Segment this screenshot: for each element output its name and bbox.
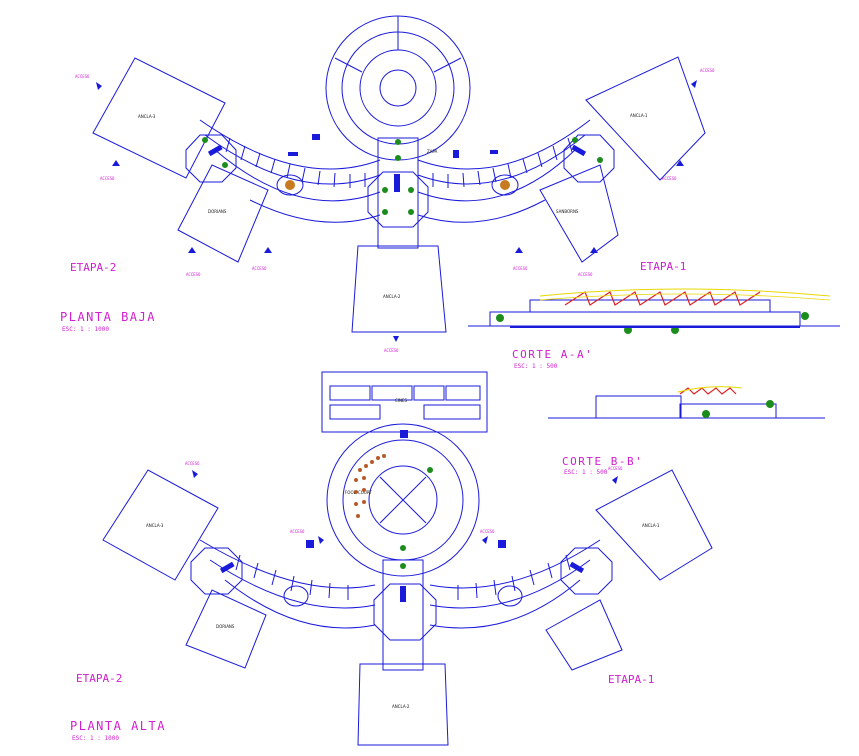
stage-2-label: ETAPA-2 [70, 261, 116, 274]
dorians-block [177, 164, 269, 263]
sanborns-block [539, 164, 619, 263]
room-label: DORIANS [208, 209, 227, 214]
access-label: ACCESO [384, 348, 399, 353]
access-label: ACCESO [100, 176, 115, 181]
planta-alta-title: PLANTA ALTA [70, 719, 166, 733]
room-label: SANBORNS [556, 209, 579, 214]
room-label: ANCLA-1 [630, 113, 648, 118]
planta-baja-plan: ANCLA-3 ANCLA-1 ANCLA-2 ZAPA SANBORNS DO… [75, 15, 715, 353]
anchor-3-block [92, 57, 226, 179]
planta-baja-title: PLANTA BAJA [60, 310, 156, 324]
room-label: ANCLA-3 [138, 114, 156, 119]
stage-2-label-upper: ETAPA-2 [76, 672, 122, 685]
access-label: ACCESO [252, 266, 267, 271]
access-label: ACCESO [75, 74, 90, 79]
room-label: DORIANS [216, 624, 235, 629]
access-label: ACCESO [513, 266, 528, 271]
section-a-drawing [468, 288, 840, 334]
anchor-3-block-upper [102, 469, 219, 581]
anchor-2-block [351, 245, 447, 333]
room-label: ANCLA-3 [146, 523, 164, 528]
access-label: ACCESO [186, 272, 201, 277]
access-label: ACCESO [480, 529, 495, 534]
section-a-scale: ESC: 1 : 500 [514, 363, 558, 370]
access-label: ACCESO [185, 461, 200, 466]
section-b-scale: ESC: 1 : 500 [564, 469, 608, 476]
access-label: ACCESO [662, 176, 677, 181]
stage-1-label-upper: ETAPA-1 [608, 673, 654, 686]
room-label: FOOD COURT [345, 490, 372, 495]
room-label: ZAPA [427, 149, 438, 154]
food-court-outer [326, 423, 480, 577]
section-a-title: CORTE A-A' [512, 348, 593, 361]
room-label: ANCLA-1 [642, 523, 660, 528]
section-b-drawing [548, 386, 825, 419]
dorians-block-upper [185, 589, 267, 669]
planta-baja-scale: ESC: 1 : 1000 [62, 326, 109, 333]
room-label: ANCLA-2 [383, 294, 401, 299]
access-label: ACCESO [608, 466, 623, 471]
anchor-2-block-upper [357, 663, 449, 746]
access-label: ACCESO [700, 68, 715, 73]
central-octagon [367, 171, 429, 228]
anchor-1-block [585, 56, 706, 181]
access-label: ACCESO [578, 272, 593, 277]
room-label: ANCLA-2 [392, 704, 410, 709]
room-label: CINES [395, 398, 407, 403]
planta-alta-scale: ESC: 1 : 1000 [72, 735, 119, 742]
anchor-1-block-upper [595, 469, 713, 581]
planta-alta-plan: CINES FOOD COURT [102, 371, 713, 746]
access-label: ACCESO [290, 529, 305, 534]
section-b-title: CORTE B-B' [562, 455, 643, 468]
stage-1-label: ETAPA-1 [640, 260, 686, 273]
